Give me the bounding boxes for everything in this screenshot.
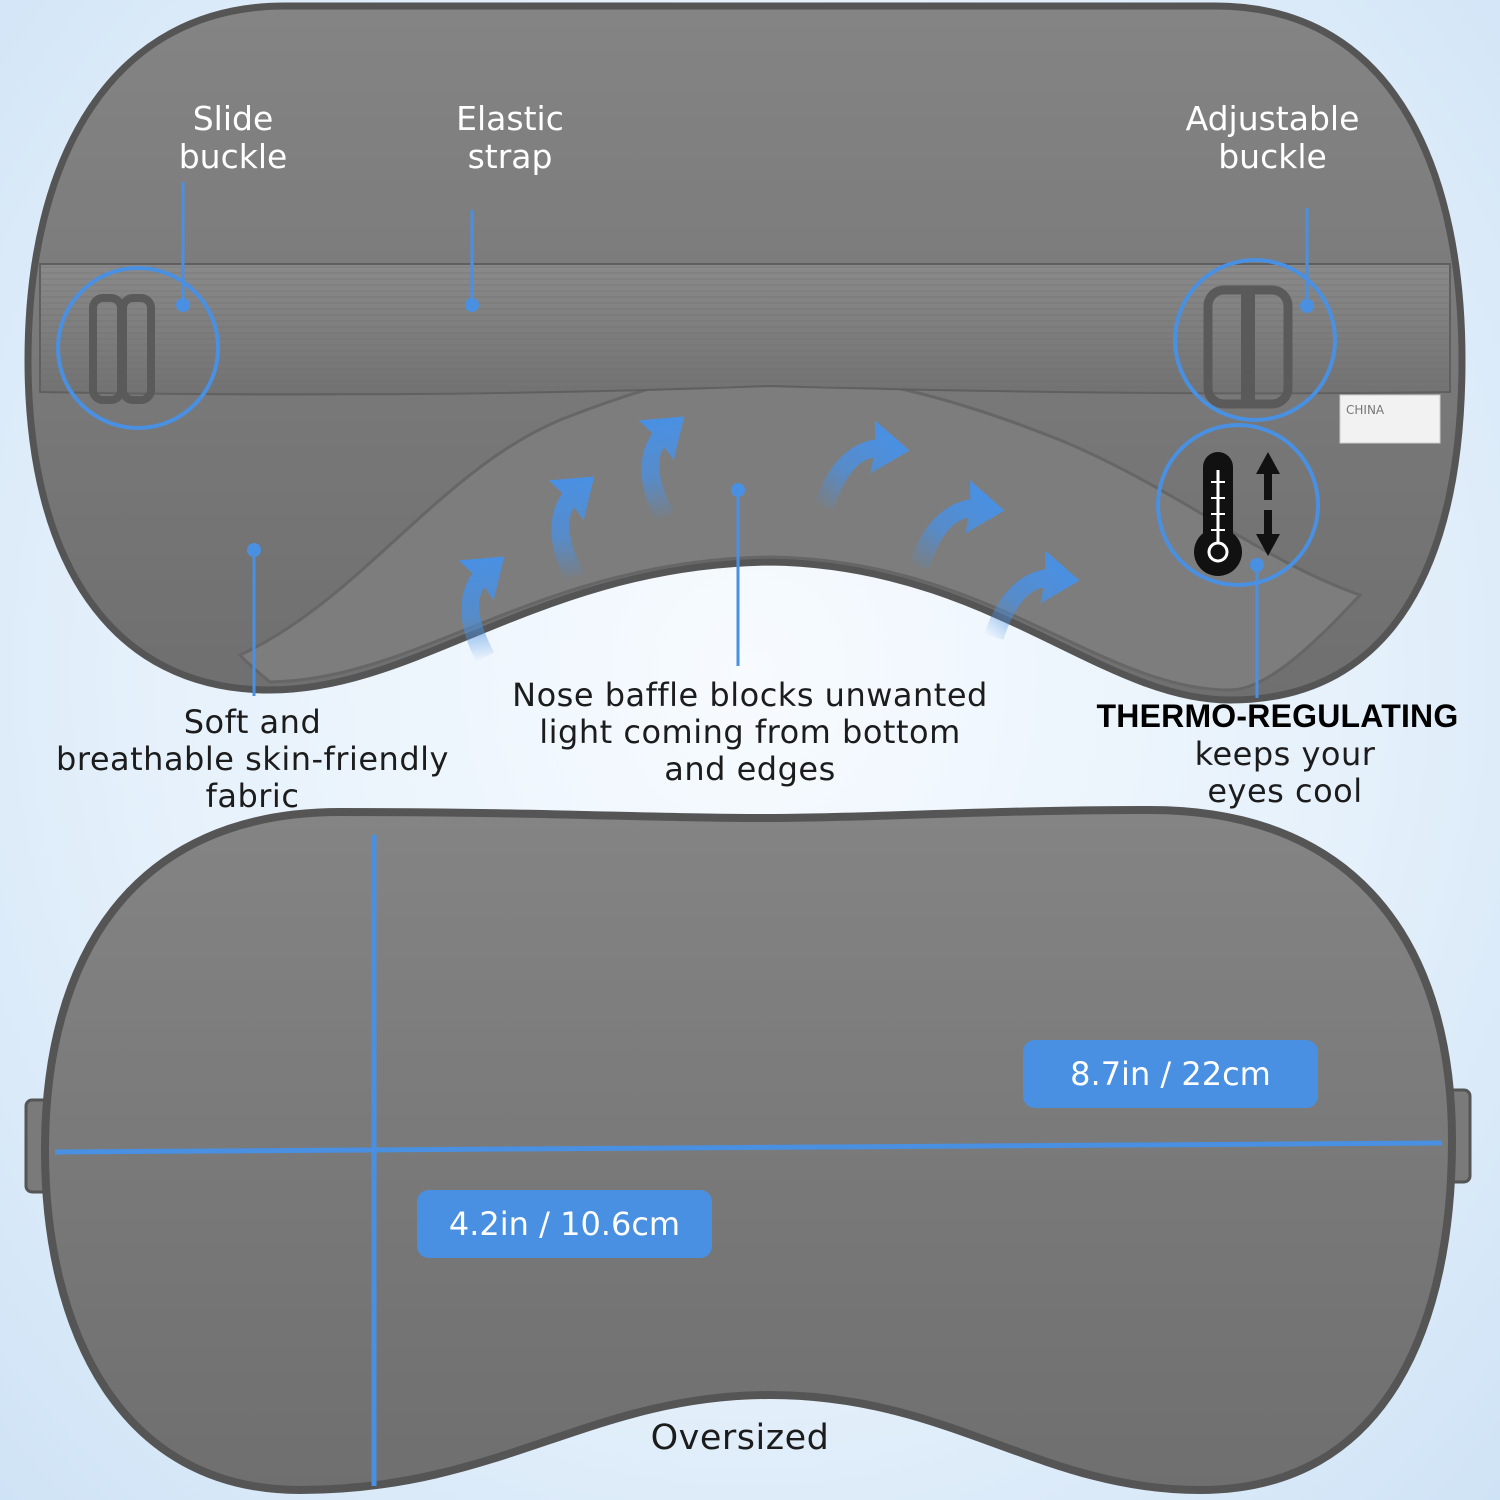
width-dimension-badge: 8.7in / 22cm (1023, 1040, 1318, 1108)
slide-buckle-highlight (56, 266, 220, 430)
adjustable-buckle-label: Adjustable buckle (1185, 99, 1360, 177)
adjustable-buckle (1203, 285, 1293, 409)
thermometer-icon (1194, 452, 1242, 576)
bottom-mask (24, 805, 1472, 1495)
airflow-arrow-icon (909, 480, 1005, 570)
thermo-regulating-title: THERMO-REGULATING (1096, 698, 1459, 734)
strap-texture (40, 264, 1450, 395)
oversized-label: Oversized (650, 1418, 830, 1458)
thermo-icon-circle (1156, 423, 1320, 587)
airflow-arrow-icon (638, 416, 685, 522)
width-dimension-line (54, 1140, 1443, 1155)
adjustable-buckle-highlight (1173, 258, 1337, 422)
slide-buckle (89, 294, 155, 404)
up-down-arrows-icon (1256, 452, 1280, 556)
thermo-regulating-description: keeps your eyes cool (1194, 735, 1376, 811)
top-mask: CHINA (24, 2, 1466, 704)
airflow-arrow-icon (814, 420, 910, 510)
care-tag (1339, 394, 1441, 444)
soft-fabric-label: Soft and breathable skin-friendly fabric (56, 703, 449, 816)
care-tag-text: CHINA (1346, 403, 1385, 417)
elastic-strap-label: Elastic strap (456, 99, 564, 177)
airflow-arrows (458, 416, 1080, 662)
airflow-arrow-icon (984, 550, 1080, 640)
nose-baffle-label: Nose baffle blocks unwanted light coming… (512, 676, 988, 789)
airflow-arrow-icon (458, 556, 505, 662)
height-dimension-badge: 4.2in / 10.6cm (417, 1190, 712, 1258)
slide-buckle-label: Slide buckle (178, 99, 288, 177)
leader-lines (176, 182, 1314, 698)
nose-baffle (237, 370, 1363, 692)
airflow-arrow-icon (548, 476, 595, 582)
